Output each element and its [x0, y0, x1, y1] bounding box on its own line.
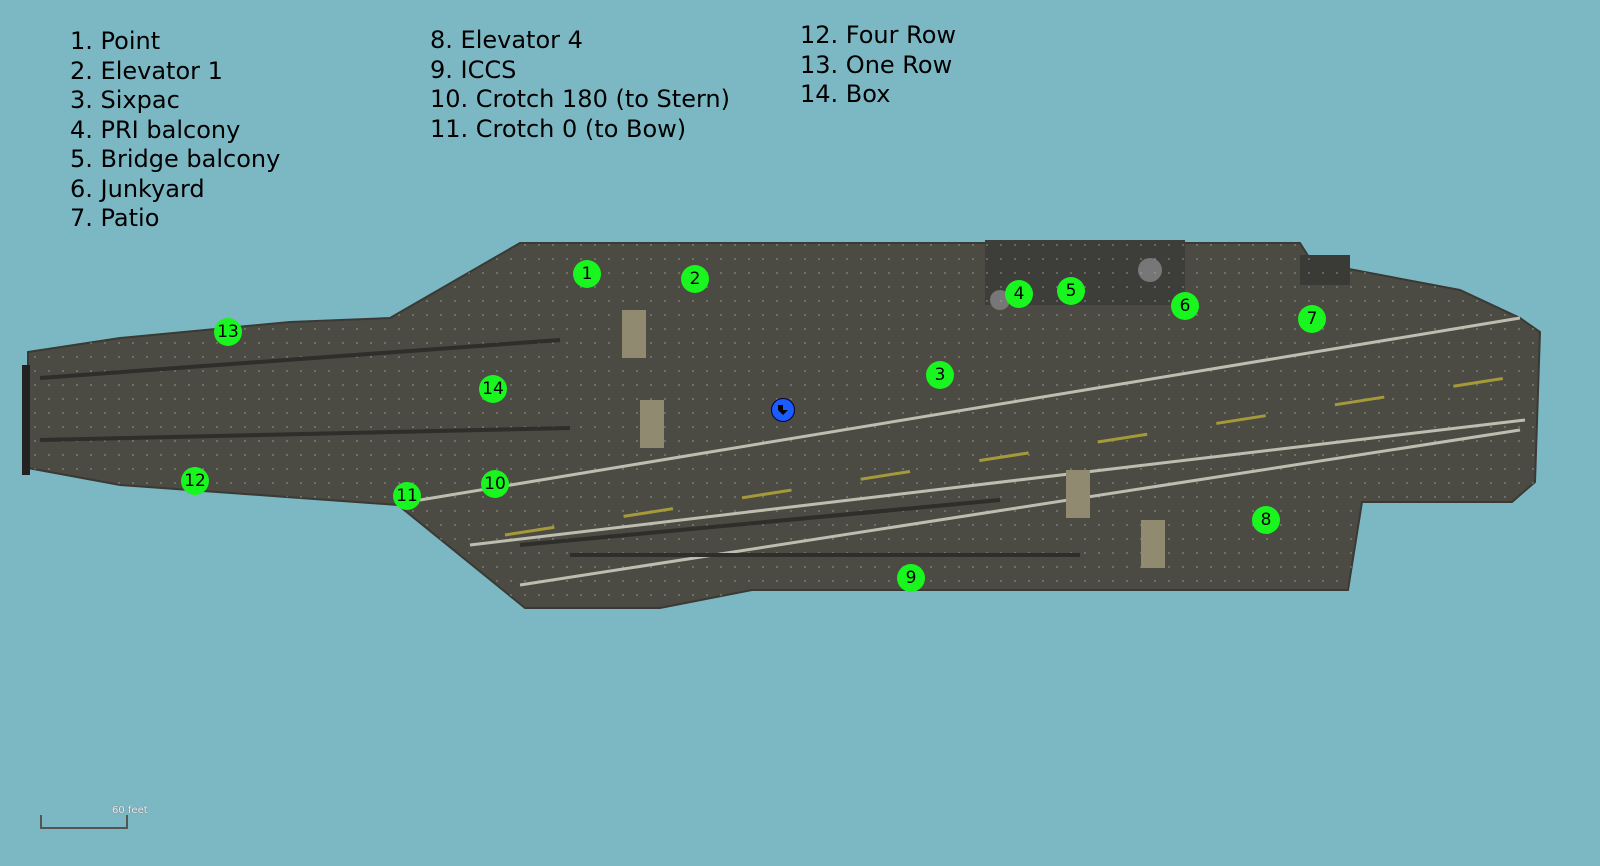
scale-bar [40, 815, 128, 829]
legend-item: 9. ICCS [430, 55, 517, 84]
deck-grid [28, 243, 1540, 608]
legend-column-1: 1. Point 2. Elevator 1 3. Sixpac 4. PRI … [70, 27, 280, 234]
marker-patio[interactable]: 7 [1298, 305, 1326, 333]
legend-item: 4. PRI balcony [70, 115, 241, 144]
legend-item: 2. Elevator 1 [70, 56, 223, 85]
catapult-tracks [39, 338, 1080, 557]
legend-item: 11. Crotch 0 (to Bow) [430, 114, 687, 143]
marker-pri-balcony[interactable]: 4 [1005, 280, 1033, 308]
legend-item: 1. Point [70, 27, 161, 55]
angled-deck-runway [419, 316, 1526, 587]
stern-edge [22, 365, 30, 475]
legend-item: 8. Elevator 4 [430, 26, 583, 54]
marker-iccs[interactable]: 9 [897, 564, 925, 592]
marker-point[interactable]: 1 [573, 260, 601, 288]
legend-item: 14. Box [800, 80, 891, 108]
marker-one-row[interactable]: 13 [214, 318, 242, 346]
marker-junkyard[interactable]: 6 [1171, 292, 1199, 320]
marker-elevator-4[interactable]: 8 [1252, 506, 1280, 534]
marker-crotch-180[interactable]: 10 [481, 470, 509, 498]
marker-elevator-1[interactable]: 2 [681, 265, 709, 293]
legend-item: 6. Junkyard [70, 174, 205, 203]
marker-crotch-0[interactable]: 11 [393, 482, 421, 510]
legend-column-3: 12. Four Row 13. One Row 14. Box [800, 21, 956, 110]
legend-column-2: 8. Elevator 4 9. ICCS 10. Crotch 180 (to… [430, 26, 730, 144]
legend-item: 10. Crotch 180 (to Stern) [430, 85, 730, 113]
marker-box[interactable]: 14 [479, 375, 507, 403]
legend-item: 12. Four Row [800, 21, 957, 49]
legend-item: 5. Bridge balcony [70, 145, 281, 173]
location-arrow-icon [771, 398, 795, 422]
legend-item: 3. Sixpac [70, 86, 180, 114]
marker-four-row[interactable]: 12 [181, 467, 209, 495]
marker-bridge-balcony[interactable]: 5 [1057, 277, 1085, 305]
scale-label: 60 feet [112, 805, 148, 816]
legend-item: 13. One Row [800, 50, 953, 79]
deck-elevator-hatches [622, 310, 1165, 568]
legend-item: 7. Patio [70, 204, 160, 232]
marker-sixpac[interactable]: 3 [926, 361, 954, 389]
